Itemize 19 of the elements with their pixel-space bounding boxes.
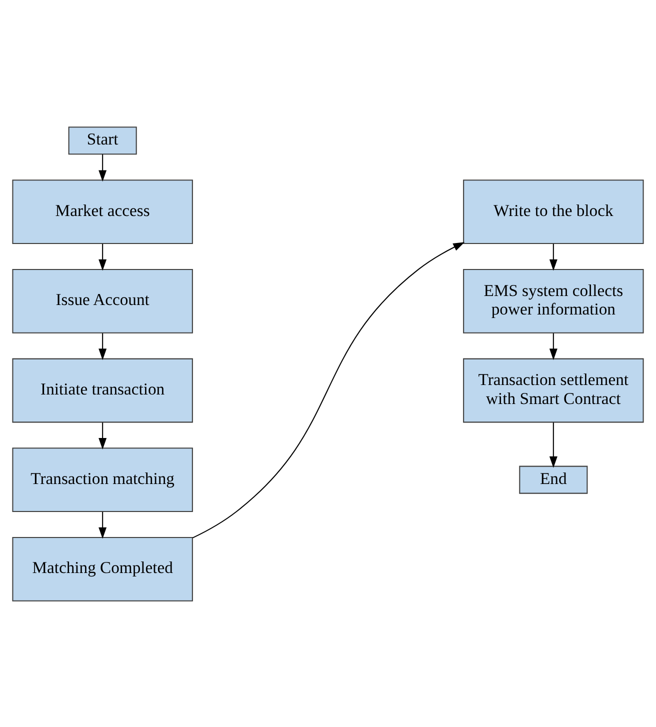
node-box: Issue Account: [12, 268, 193, 333]
arrow: [98, 154, 107, 182]
node-box: Write to the block: [463, 179, 644, 244]
node-box: Market access: [12, 179, 193, 244]
node-box: EMS system collects power information: [463, 268, 644, 333]
arrow: [98, 332, 107, 360]
node-box: End: [519, 465, 588, 494]
arrow: [549, 332, 558, 360]
arrow: [192, 242, 465, 538]
arrow: [549, 243, 558, 270]
node-box: Initiate transaction: [12, 358, 193, 422]
node-box: Transaction settlement with Smart Contract: [463, 358, 644, 422]
node-box: Matching Completed: [12, 536, 193, 601]
arrow: [98, 243, 107, 270]
node-box: Start: [68, 126, 137, 154]
arrow: [98, 422, 107, 449]
node-box: Transaction matching: [12, 447, 193, 512]
arrow: [98, 511, 107, 538]
arrow: [549, 422, 558, 468]
